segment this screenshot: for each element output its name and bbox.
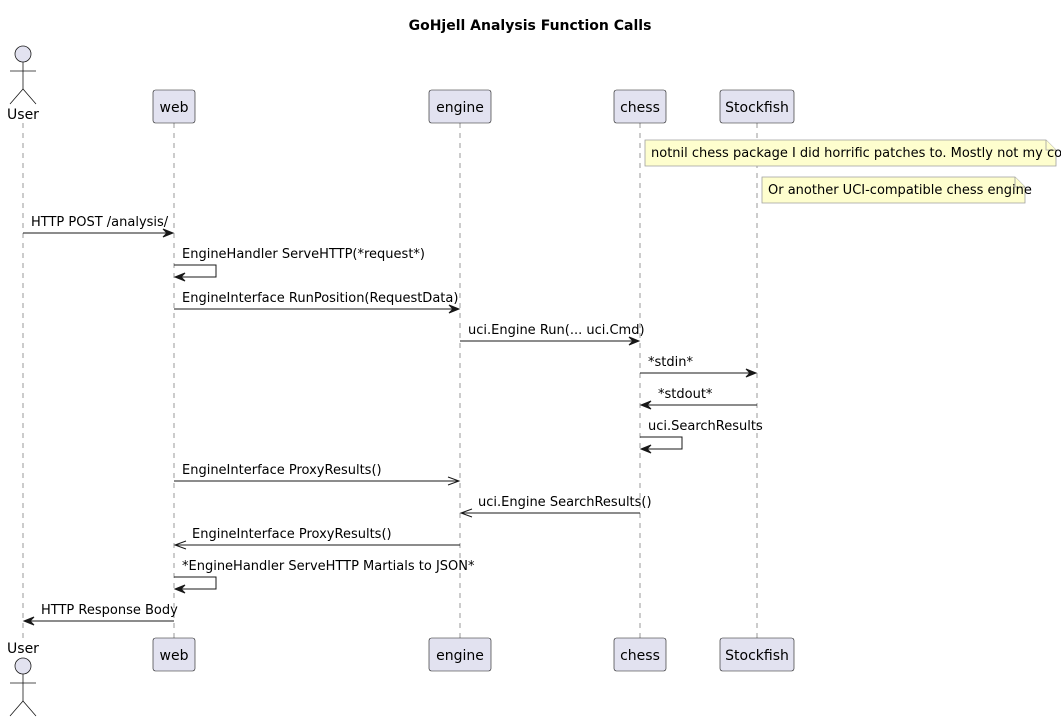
message-label: EngineInterface ProxyResults() — [192, 527, 392, 542]
user-actor-icon — [9, 657, 37, 717]
user-actor-icon — [9, 45, 37, 105]
message-7: uci.SearchResults — [639, 419, 763, 454]
note-stockfish: Or another UCI-compatible chess engine — [761, 176, 1032, 204]
note-text: Or another UCI-compatible chess engine — [768, 183, 1032, 198]
message-label: EngineInterface RunPosition(RequestData) — [182, 291, 458, 306]
message-label: EngineHandler ServeHTTP(*request*) — [182, 247, 425, 262]
diagram-title: GoHjell Analysis Function Calls — [409, 18, 652, 34]
participant-chess-top: chess — [613, 89, 667, 124]
participant-label: web — [160, 100, 189, 116]
participant-stockfish-bottom: Stockfish — [719, 637, 795, 672]
participants-top: User web engine chess Stockfish — [7, 45, 795, 124]
self-message-arrow — [640, 436, 683, 450]
message-8: EngineInterface ProxyResults() — [174, 463, 461, 486]
message-label: uci.Engine SearchResults() — [478, 495, 652, 510]
participant-label: chess — [620, 648, 660, 664]
participant-label: Stockfish — [725, 100, 789, 116]
message-2: EngineHandler ServeHTTP(*request*) — [173, 247, 425, 282]
message-4: uci.Engine Run(... uci.Cmd) — [460, 323, 645, 346]
self-message-arrow — [174, 264, 217, 278]
participant-engine-bottom: engine — [428, 637, 492, 672]
note-text: notnil chess package I did horrific patc… — [651, 146, 1061, 161]
messages: HTTP POST /analysis/EngineHandler ServeH… — [22, 215, 763, 626]
message-label: *EngineHandler ServeHTTP Martials to JSO… — [182, 559, 475, 574]
message-label: HTTP Response Body — [41, 603, 178, 618]
participant-label-user-top: User — [7, 107, 39, 123]
participant-label: engine — [436, 648, 484, 664]
message-3: EngineInterface RunPosition(RequestData) — [174, 291, 461, 314]
message-6: *stdout* — [639, 387, 757, 410]
message-11: *EngineHandler ServeHTTP Martials to JSO… — [173, 559, 475, 594]
message-1: HTTP POST /analysis/ — [23, 215, 175, 238]
self-message-arrow — [174, 576, 217, 590]
message-label: uci.Engine Run(... uci.Cmd) — [468, 323, 645, 338]
participant-stockfish-top: Stockfish — [719, 89, 795, 124]
participant-web-bottom: web — [152, 637, 196, 672]
participant-web-top: web — [152, 89, 196, 124]
message-10: EngineInterface ProxyResults() — [173, 527, 460, 550]
notes: notnil chess package I did horrific patc… — [644, 139, 1061, 204]
participant-label: web — [160, 648, 189, 664]
message-label: *stdout* — [658, 387, 713, 402]
participant-engine-top: engine — [428, 89, 492, 124]
participant-label: Stockfish — [725, 648, 789, 664]
participant-label: engine — [436, 100, 484, 116]
message-12: HTTP Response Body — [22, 603, 178, 626]
message-label: *stdin* — [648, 355, 693, 370]
participant-label-user-bottom: User — [7, 641, 39, 657]
message-5: *stdin* — [640, 355, 758, 378]
message-label: HTTP POST /analysis/ — [31, 215, 169, 230]
note-chess: notnil chess package I did horrific patc… — [644, 139, 1061, 167]
message-label: EngineInterface ProxyResults() — [182, 463, 382, 478]
participant-label: chess — [620, 100, 660, 116]
message-9: uci.Engine SearchResults() — [459, 495, 652, 518]
participants-bottom: User web engine chess Stockfish — [7, 637, 795, 717]
participant-chess-bottom: chess — [613, 637, 667, 672]
message-label: uci.SearchResults — [648, 419, 763, 434]
